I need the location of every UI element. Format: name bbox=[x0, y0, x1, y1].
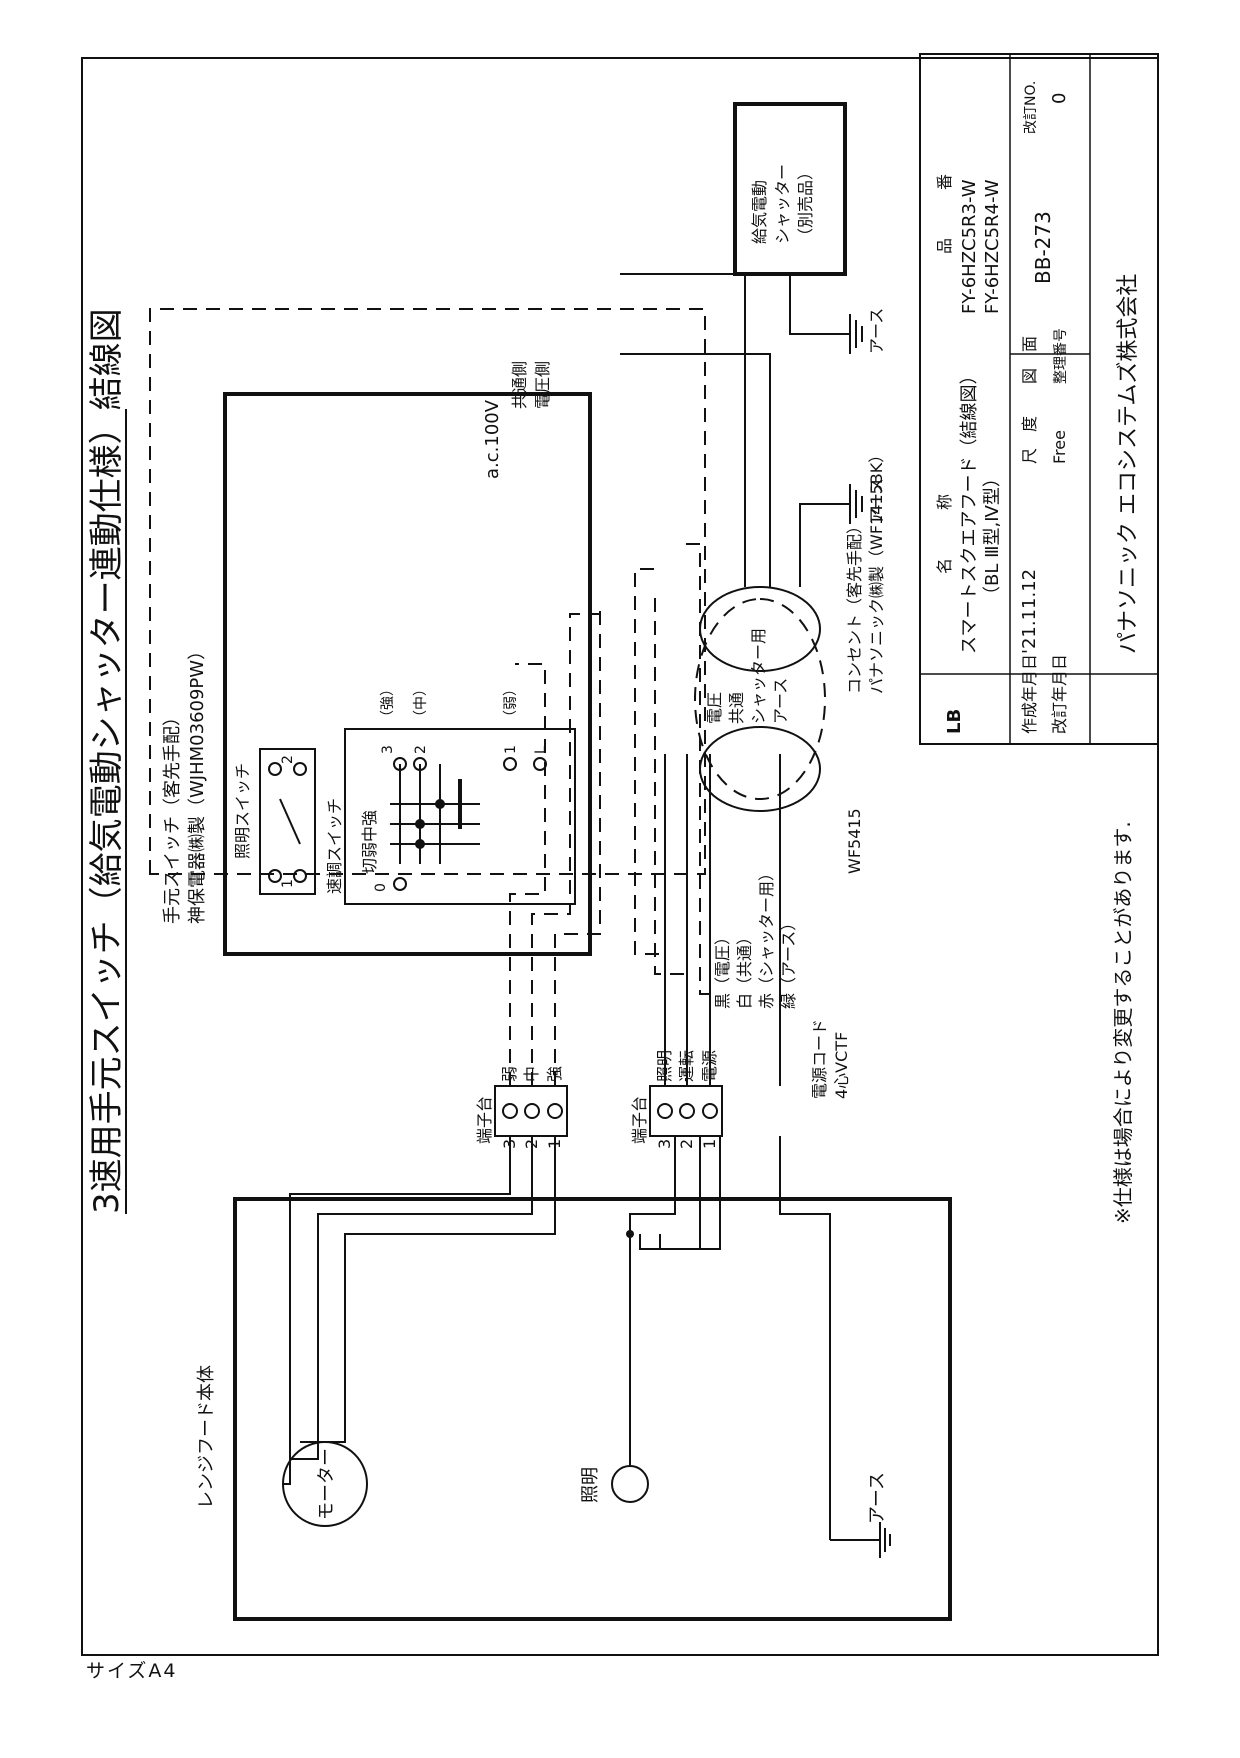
switch-outline-dashed bbox=[149, 308, 706, 875]
light-switch-label: 照明スイッチ bbox=[233, 763, 252, 859]
tb-created-date: '21.11.12 bbox=[1019, 569, 1040, 654]
tb-product-name-1: スマートスクエアフード（結線図） bbox=[959, 367, 980, 654]
cord-wire-white: 白（共通） bbox=[735, 929, 754, 1009]
spec-change-note: ※仕様は場合により変更することがあります. bbox=[1111, 821, 1135, 1224]
tb-drawing-sub: 整理番号 bbox=[1053, 328, 1069, 384]
supply-voltage-side: 電圧側 bbox=[533, 361, 552, 409]
speed-terminal-0: 0 bbox=[373, 883, 389, 892]
hood-body-label: レンジフード本体 bbox=[196, 1365, 217, 1509]
speed-terminal-L: L bbox=[533, 746, 549, 754]
tb-scale-label: 尺 度 bbox=[1020, 416, 1039, 464]
tb-part-number-1: FY-6HZC5R3-W bbox=[959, 179, 980, 314]
light-switch-terminal-2: 2 bbox=[280, 755, 296, 764]
terminal-block-power bbox=[649, 1085, 723, 1137]
outlet-maker: パナソニック㈱製（WF1415BK） bbox=[867, 447, 886, 694]
hood-body-box bbox=[233, 1197, 952, 1621]
cord-name: 電源コード bbox=[810, 1019, 829, 1099]
shutter-line-2: シャッター bbox=[773, 164, 792, 244]
sheet-size-label: サイズA4 bbox=[86, 1660, 178, 1682]
light-bulb-symbol bbox=[611, 1465, 649, 1503]
cord-wire-red: 赤（シャッター用） bbox=[757, 865, 776, 1009]
light-label: 照明 bbox=[580, 1467, 601, 1503]
speed-terminal-3: 3 bbox=[380, 745, 396, 754]
outlet-name: コンセント（客先手配） bbox=[845, 518, 864, 694]
outlet-symbol bbox=[699, 586, 821, 672]
tb-part-header: 品 番 bbox=[935, 174, 954, 254]
tb-rev-value: 0 bbox=[1049, 93, 1070, 104]
hood-earth-label: アース bbox=[867, 1472, 888, 1524]
tb-name-header: 名 称 bbox=[935, 494, 954, 574]
cord-wire-black: 黒（電圧） bbox=[713, 929, 732, 1009]
terminal-block-power-label: 端子台 bbox=[630, 1096, 649, 1144]
tb-scale-value: Free bbox=[1050, 430, 1069, 464]
terminal-block-speed bbox=[494, 1085, 568, 1137]
tb1-pin-1: 1 bbox=[545, 1139, 564, 1149]
shutter-line-1: 給気電動 bbox=[750, 180, 769, 244]
switch-plate bbox=[223, 392, 592, 956]
outlet-wire-shutter: シャッター用 bbox=[749, 628, 768, 724]
outlet-wire-common: 共通 bbox=[727, 692, 746, 724]
tb-drawing-number: BB-273 bbox=[1031, 211, 1055, 284]
shutter-line-3: （別売品） bbox=[796, 164, 815, 244]
outlet-earth-label: アース bbox=[867, 478, 886, 524]
tb-part-number-2: FY-6HZC5R4-W bbox=[982, 179, 1003, 314]
title-block bbox=[919, 53, 1159, 745]
supply-common-side: 共通側 bbox=[510, 361, 529, 409]
tb2-pin-3: 3 bbox=[655, 1139, 674, 1149]
supply-voltage: a.c.100V bbox=[482, 399, 503, 479]
tb1-pin-2: 2 bbox=[522, 1139, 541, 1149]
speed-level-weak: （弱） bbox=[503, 682, 519, 724]
tb2-pin-1: 1 bbox=[700, 1139, 719, 1149]
speed-level-strong: （強） bbox=[380, 682, 396, 724]
plug-symbol bbox=[699, 726, 821, 812]
outlet-wire-earth: アース bbox=[771, 678, 790, 724]
speed-level-medium: （中） bbox=[413, 682, 429, 724]
switch-maker: 神保電器㈱製（WJHM03609PW） bbox=[187, 642, 208, 924]
speed-switch-label: 速調スイッチ bbox=[325, 798, 344, 894]
speed-switch bbox=[344, 728, 576, 905]
speed-terminal-2: 2 bbox=[413, 745, 429, 754]
cord-spec: 4心VCTF bbox=[832, 1032, 851, 1099]
motor-label: モーター bbox=[316, 1448, 337, 1520]
tb-drawing-label: 図 面 bbox=[1020, 336, 1039, 384]
speed-terminal-1: 1 bbox=[503, 745, 519, 754]
tb2-pin-2: 2 bbox=[677, 1139, 696, 1149]
tb-rev-label: 改訂NO. bbox=[1023, 81, 1039, 134]
tb1-pin-3: 3 bbox=[500, 1139, 519, 1149]
tb-revised-label: 改訂年月日 bbox=[1050, 654, 1069, 734]
plug-model: WF5415 bbox=[845, 808, 864, 874]
terminal-block-speed-label: 端子台 bbox=[475, 1096, 494, 1144]
tb-company: パナソニック エコシステムズ株式会社 bbox=[1116, 274, 1141, 654]
light-switch-terminal-1: 1 bbox=[280, 879, 296, 888]
shutter-earth-label: アース bbox=[867, 308, 886, 354]
switch-title: 手元スイッチ（客先手配） bbox=[162, 708, 183, 924]
cord-wire-green: 緑（アース） bbox=[779, 915, 798, 1009]
tb-product-name-2: （BL Ⅲ型,Ⅳ型） bbox=[982, 469, 1003, 604]
drawing-frame bbox=[81, 57, 1159, 1656]
tb-logo: LB bbox=[944, 709, 965, 734]
light-switch bbox=[259, 748, 316, 895]
outlet-wire-voltage: 電圧 bbox=[705, 692, 724, 724]
diagram-title: 3速用手元スイッチ（給気電動シャッター連動仕様）結線図 bbox=[87, 308, 127, 1214]
tb-created-label: 作成年月日 bbox=[1020, 654, 1039, 734]
speed-switch-positions: 切弱中強 bbox=[360, 810, 379, 874]
